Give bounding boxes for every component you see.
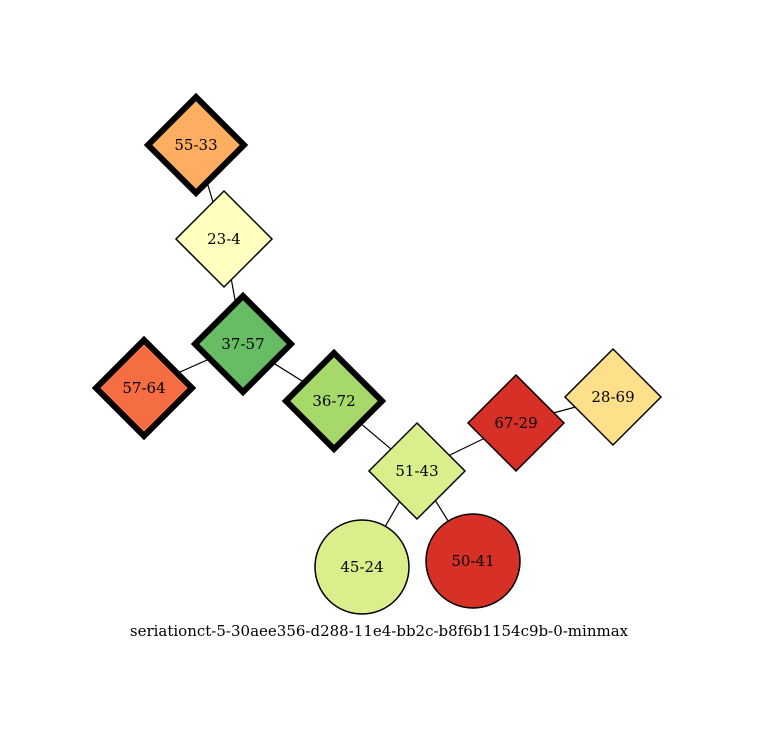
node-shape-55-33 bbox=[143, 92, 249, 198]
node-label-36-72: 36-72 bbox=[312, 392, 355, 410]
node-67-29: 67-29 bbox=[466, 373, 566, 473]
node-shape-36-72 bbox=[281, 348, 387, 454]
node-50-41: 50-41 bbox=[425, 513, 521, 609]
node-23-4: 23-4 bbox=[174, 189, 274, 289]
nodes-layer: 55-33 23-4 37-57 57-64 36-72 51-43 67-29 28-69 4… bbox=[91, 92, 663, 615]
node-shape-28-69 bbox=[563, 347, 663, 447]
node-label-57-64: 57-64 bbox=[122, 379, 165, 397]
node-shape-51-43 bbox=[367, 421, 467, 521]
node-37-57: 37-57 bbox=[190, 291, 296, 397]
node-label-67-29: 67-29 bbox=[494, 414, 537, 432]
node-label-51-43: 51-43 bbox=[395, 462, 438, 480]
node-shape-50-41 bbox=[425, 513, 521, 609]
node-shape-23-4 bbox=[174, 189, 274, 289]
node-label-23-4: 23-4 bbox=[207, 230, 241, 248]
node-label-45-24: 45-24 bbox=[340, 558, 383, 576]
node-label-50-41: 50-41 bbox=[451, 552, 494, 570]
node-51-43: 51-43 bbox=[367, 421, 467, 521]
node-45-24: 45-24 bbox=[314, 519, 410, 615]
node-label-55-33: 55-33 bbox=[174, 136, 217, 154]
node-label-28-69: 28-69 bbox=[591, 388, 634, 406]
node-label-37-57: 37-57 bbox=[221, 335, 264, 353]
node-57-64: 57-64 bbox=[91, 335, 197, 441]
node-shape-67-29 bbox=[466, 373, 566, 473]
node-shape-37-57 bbox=[190, 291, 296, 397]
node-28-69: 28-69 bbox=[563, 347, 663, 447]
graph-caption: seriationct-5-30aee356-d288-11e4-bb2c-b8… bbox=[130, 622, 629, 640]
node-36-72: 36-72 bbox=[281, 348, 387, 454]
node-55-33: 55-33 bbox=[143, 92, 249, 198]
node-shape-57-64 bbox=[91, 335, 197, 441]
node-shape-45-24 bbox=[314, 519, 410, 615]
